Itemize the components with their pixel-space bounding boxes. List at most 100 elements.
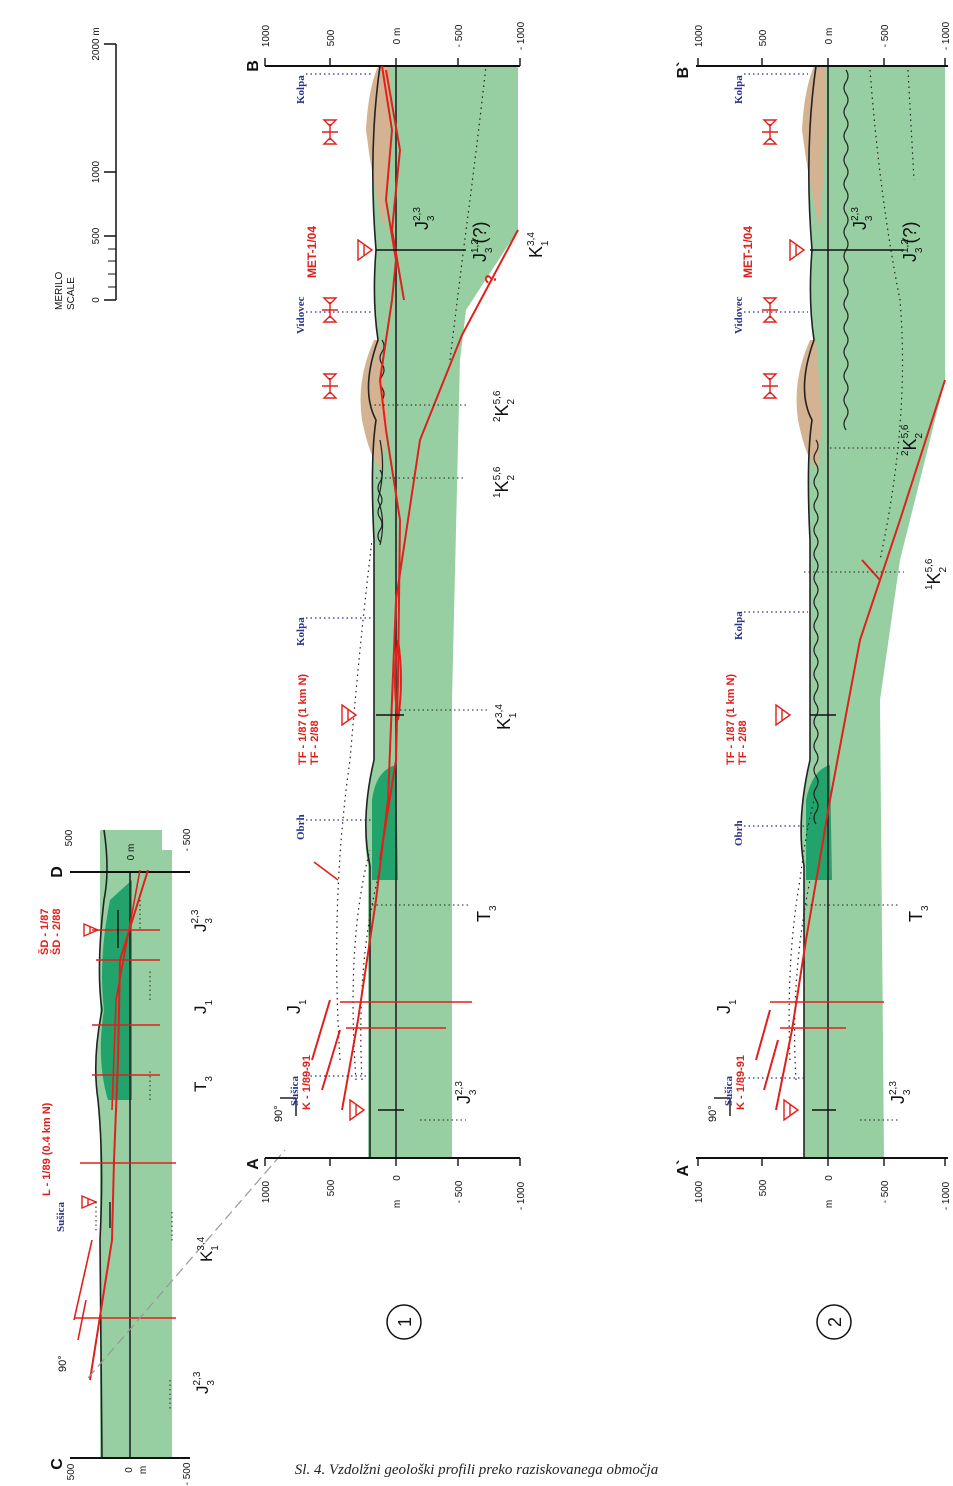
profile-ab2: 90° 2 A` B` 1000 500 0 m - 500 - 1000 10… (675, 21, 952, 1340)
cd-axis-right-0: 0 m (126, 844, 137, 861)
ab2-place-vidovec: Vidovec (733, 296, 745, 334)
ab2-place-susica: Sušica (723, 1076, 735, 1106)
ab2-place-kolpa-2: Kolpa (733, 75, 745, 104)
ab-quaternary-1 (366, 66, 391, 230)
ab-place-kolpa-2: Kolpa (295, 75, 307, 104)
ab-place-vidovec: Vidovec (295, 296, 307, 334)
ab-end-left: A (245, 1158, 262, 1170)
scale-tick-1000: 1000 (91, 160, 102, 183)
cd-surface-line (94, 829, 108, 1459)
ab-well-tf288: TF - 2/88 (309, 720, 321, 765)
cd-well-label-sd288: ŠD - 2/88 (50, 909, 63, 955)
ab-axis-right-minus500: - 500 (454, 24, 465, 47)
ab-axis-right-0: 0 m (392, 28, 403, 45)
ab2-quaternary-2 (796, 340, 822, 470)
ab2-well-tf187: TF - 1/87 (1 km N) (725, 674, 737, 765)
ab-limestone-body (365, 66, 518, 1158)
ab2-axis-right-500: 500 (758, 29, 769, 46)
cd-strat-t3: T3 (191, 1076, 215, 1092)
ab-axis-right-1000: 1000 (261, 24, 272, 47)
ab2-surface-line (800, 65, 817, 1158)
ab2-axis-right-0: 0 m (824, 28, 835, 45)
ab2-axis-left-minus500: - 500 (880, 1180, 891, 1203)
scale-tick-2000: 2000 m (91, 27, 102, 60)
ab2-end-right: B` (675, 62, 692, 79)
ab2-well-met104: MET-1/04 (741, 226, 755, 278)
ab-well-k18991: K - 1/89-91 (301, 1055, 313, 1110)
ab2-axis-left-unit: m (824, 1200, 835, 1208)
cd-axis-left-unit: m (138, 1466, 149, 1474)
ab2-dolomite-lens (806, 765, 832, 880)
cd-end-left: C (49, 1458, 66, 1470)
well-derrick-icon (341, 238, 374, 1122)
ab2-main-fault (775, 379, 946, 1111)
ab-orientation: 90° (273, 1097, 297, 1122)
scale-tick-0: 0 (91, 297, 102, 303)
ab2-end-left: A` (675, 1160, 692, 1177)
ab2-axis-left-0: 0 (824, 1175, 835, 1181)
ab2-axis-right-minus1000: - 1000 (941, 21, 952, 50)
cd-axis-right-minus500: - 500 (182, 828, 193, 851)
scale-title-line2: SCALE (66, 277, 77, 310)
ab-strat-j1: J1 (284, 999, 309, 1014)
cd-well-label-sd187: ŠD - 1/87 (38, 909, 51, 955)
cd-place-label-susica: Sušica (55, 1202, 67, 1232)
ab-axis-right-minus1000: - 1000 (516, 21, 527, 50)
ab-surface-line (365, 65, 381, 1158)
ab-axis-left-1000: 1000 (261, 1180, 272, 1203)
ab2-axis-left-minus1000: - 1000 (941, 1181, 952, 1210)
ab-axis-right-500: 500 (326, 29, 337, 46)
ab2-place-kolpa-1: Kolpa (733, 611, 745, 640)
well-derrick-icon (81, 922, 100, 1210)
cd-axis-left-0: 0 (124, 1467, 135, 1473)
ab-axis-left-unit: m (392, 1200, 403, 1208)
ab2-axis-left-500: 500 (758, 1179, 769, 1196)
ab-axis-left-minus500: - 500 (454, 1180, 465, 1203)
cd-well-label-l189: L - 1/89 (0.4 km N) (41, 1102, 53, 1196)
figure-caption: Sl. 4. Vzdolžni geološki profili preko r… (294, 1462, 659, 1478)
ab2-axis-left-1000: 1000 (694, 1180, 705, 1203)
ab-axis-left-0: 0 (392, 1175, 403, 1181)
ab2-strat-t3: T3 (906, 905, 931, 922)
scale-tick-500: 500 (91, 227, 102, 244)
ab2-limestone-body (801, 66, 945, 1158)
cd-strat-j1: J1 (191, 1000, 215, 1015)
ab2-well-k18991: K - 1/89-91 (735, 1055, 747, 1110)
ab-question-mark: ? (483, 274, 500, 284)
scale-title-line1: MERILO (54, 271, 65, 310)
ab2-axis-right-1000: 1000 (694, 24, 705, 47)
ab-well-met104: MET-1/04 (305, 226, 319, 278)
cd-axis-left-minus500: - 500 (182, 1462, 193, 1485)
ab2-strat-j1: J1 (714, 999, 739, 1014)
profile-ab: 90° 1 A B 1000 500 0 m - 500 - 1000 1000… (245, 21, 551, 1340)
ab2-axis-right-minus500: - 500 (880, 24, 891, 47)
ab-orientation-label: 90° (273, 1105, 285, 1122)
ab2-orientation: 90° (707, 1097, 731, 1122)
scale-bar: MERILO SCALE 0 500 1000 2000 m (54, 27, 117, 310)
profile-number-circle (816, 1304, 852, 1340)
ab2-well-tf288: TF - 2/88 (737, 720, 749, 765)
profile-cd: 90° C D 500 0 m - 500 500 0 m - 500 L - … (38, 828, 286, 1485)
ab2-place-obrh: Obrh (733, 820, 745, 846)
ab-axis-left-500: 500 (326, 1179, 337, 1196)
ab2-orientation-label: 90° (707, 1105, 719, 1122)
ab-main-fault (341, 229, 519, 1111)
well-derrick-icon (775, 238, 806, 1122)
ab-place-kolpa-1: Kolpa (295, 617, 307, 646)
cd-axis-right-500: 500 (64, 829, 75, 846)
ab2-quaternary-1 (802, 66, 826, 230)
